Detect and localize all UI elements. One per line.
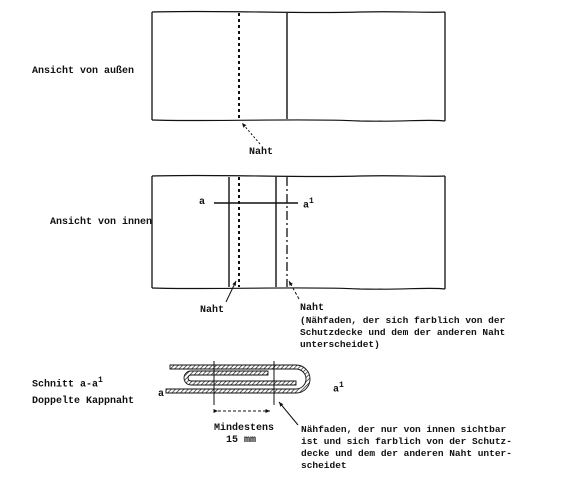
section-end-superscript: 1 — [309, 197, 314, 206]
panel-top-edge — [151, 10, 446, 14]
seam-pointer-arrow — [241, 122, 261, 145]
left-seam-label: Naht — [200, 305, 225, 316]
panel-bottom-edge — [151, 287, 446, 290]
cross-section-drawing — [165, 361, 311, 426]
outside-view-title: Ansicht von außen — [32, 66, 135, 77]
outside-view-panel — [151, 10, 446, 145]
right-seam-note: (Nähfaden, der sich farblich von der Sch… — [300, 315, 506, 350]
section-title-superscript: 1 — [98, 376, 103, 385]
section-end-label: a1 — [303, 196, 314, 212]
dimension-value: 15 mm — [226, 435, 257, 446]
section-title: Schnitt a-a1 — [32, 375, 103, 391]
inside-view-panel — [151, 174, 446, 303]
left-seam-pointer-arrow — [225, 280, 237, 303]
panel-bottom-edge — [151, 119, 446, 122]
thread-pointer-arrow — [278, 401, 299, 426]
section-title-text: Schnitt a-a — [32, 379, 99, 391]
right-seam-label: Naht — [300, 303, 325, 314]
thread-note: Nähfaden, der nur von innen sichtbar ist… — [301, 424, 512, 471]
section-end-right-superscript: 1 — [339, 381, 344, 390]
outer-fabric-layer — [165, 364, 311, 394]
section-end-left-label: a — [158, 389, 165, 400]
inside-view-title: Ansicht von innen — [50, 217, 153, 228]
section-end-letter: a — [303, 200, 310, 212]
outside-seam-label: Naht — [249, 147, 274, 158]
section-start-label: a — [199, 197, 206, 208]
section-end-right-letter: a — [333, 384, 340, 396]
dimension-label: Mindestens — [214, 423, 275, 434]
section-end-right-label: a1 — [333, 380, 344, 396]
section-subtitle: Doppelte Kappnaht — [32, 396, 135, 407]
right-seam-pointer-arrow — [288, 280, 300, 300]
panel-top-edge — [151, 174, 446, 178]
inner-fabric-layer — [183, 370, 297, 386]
